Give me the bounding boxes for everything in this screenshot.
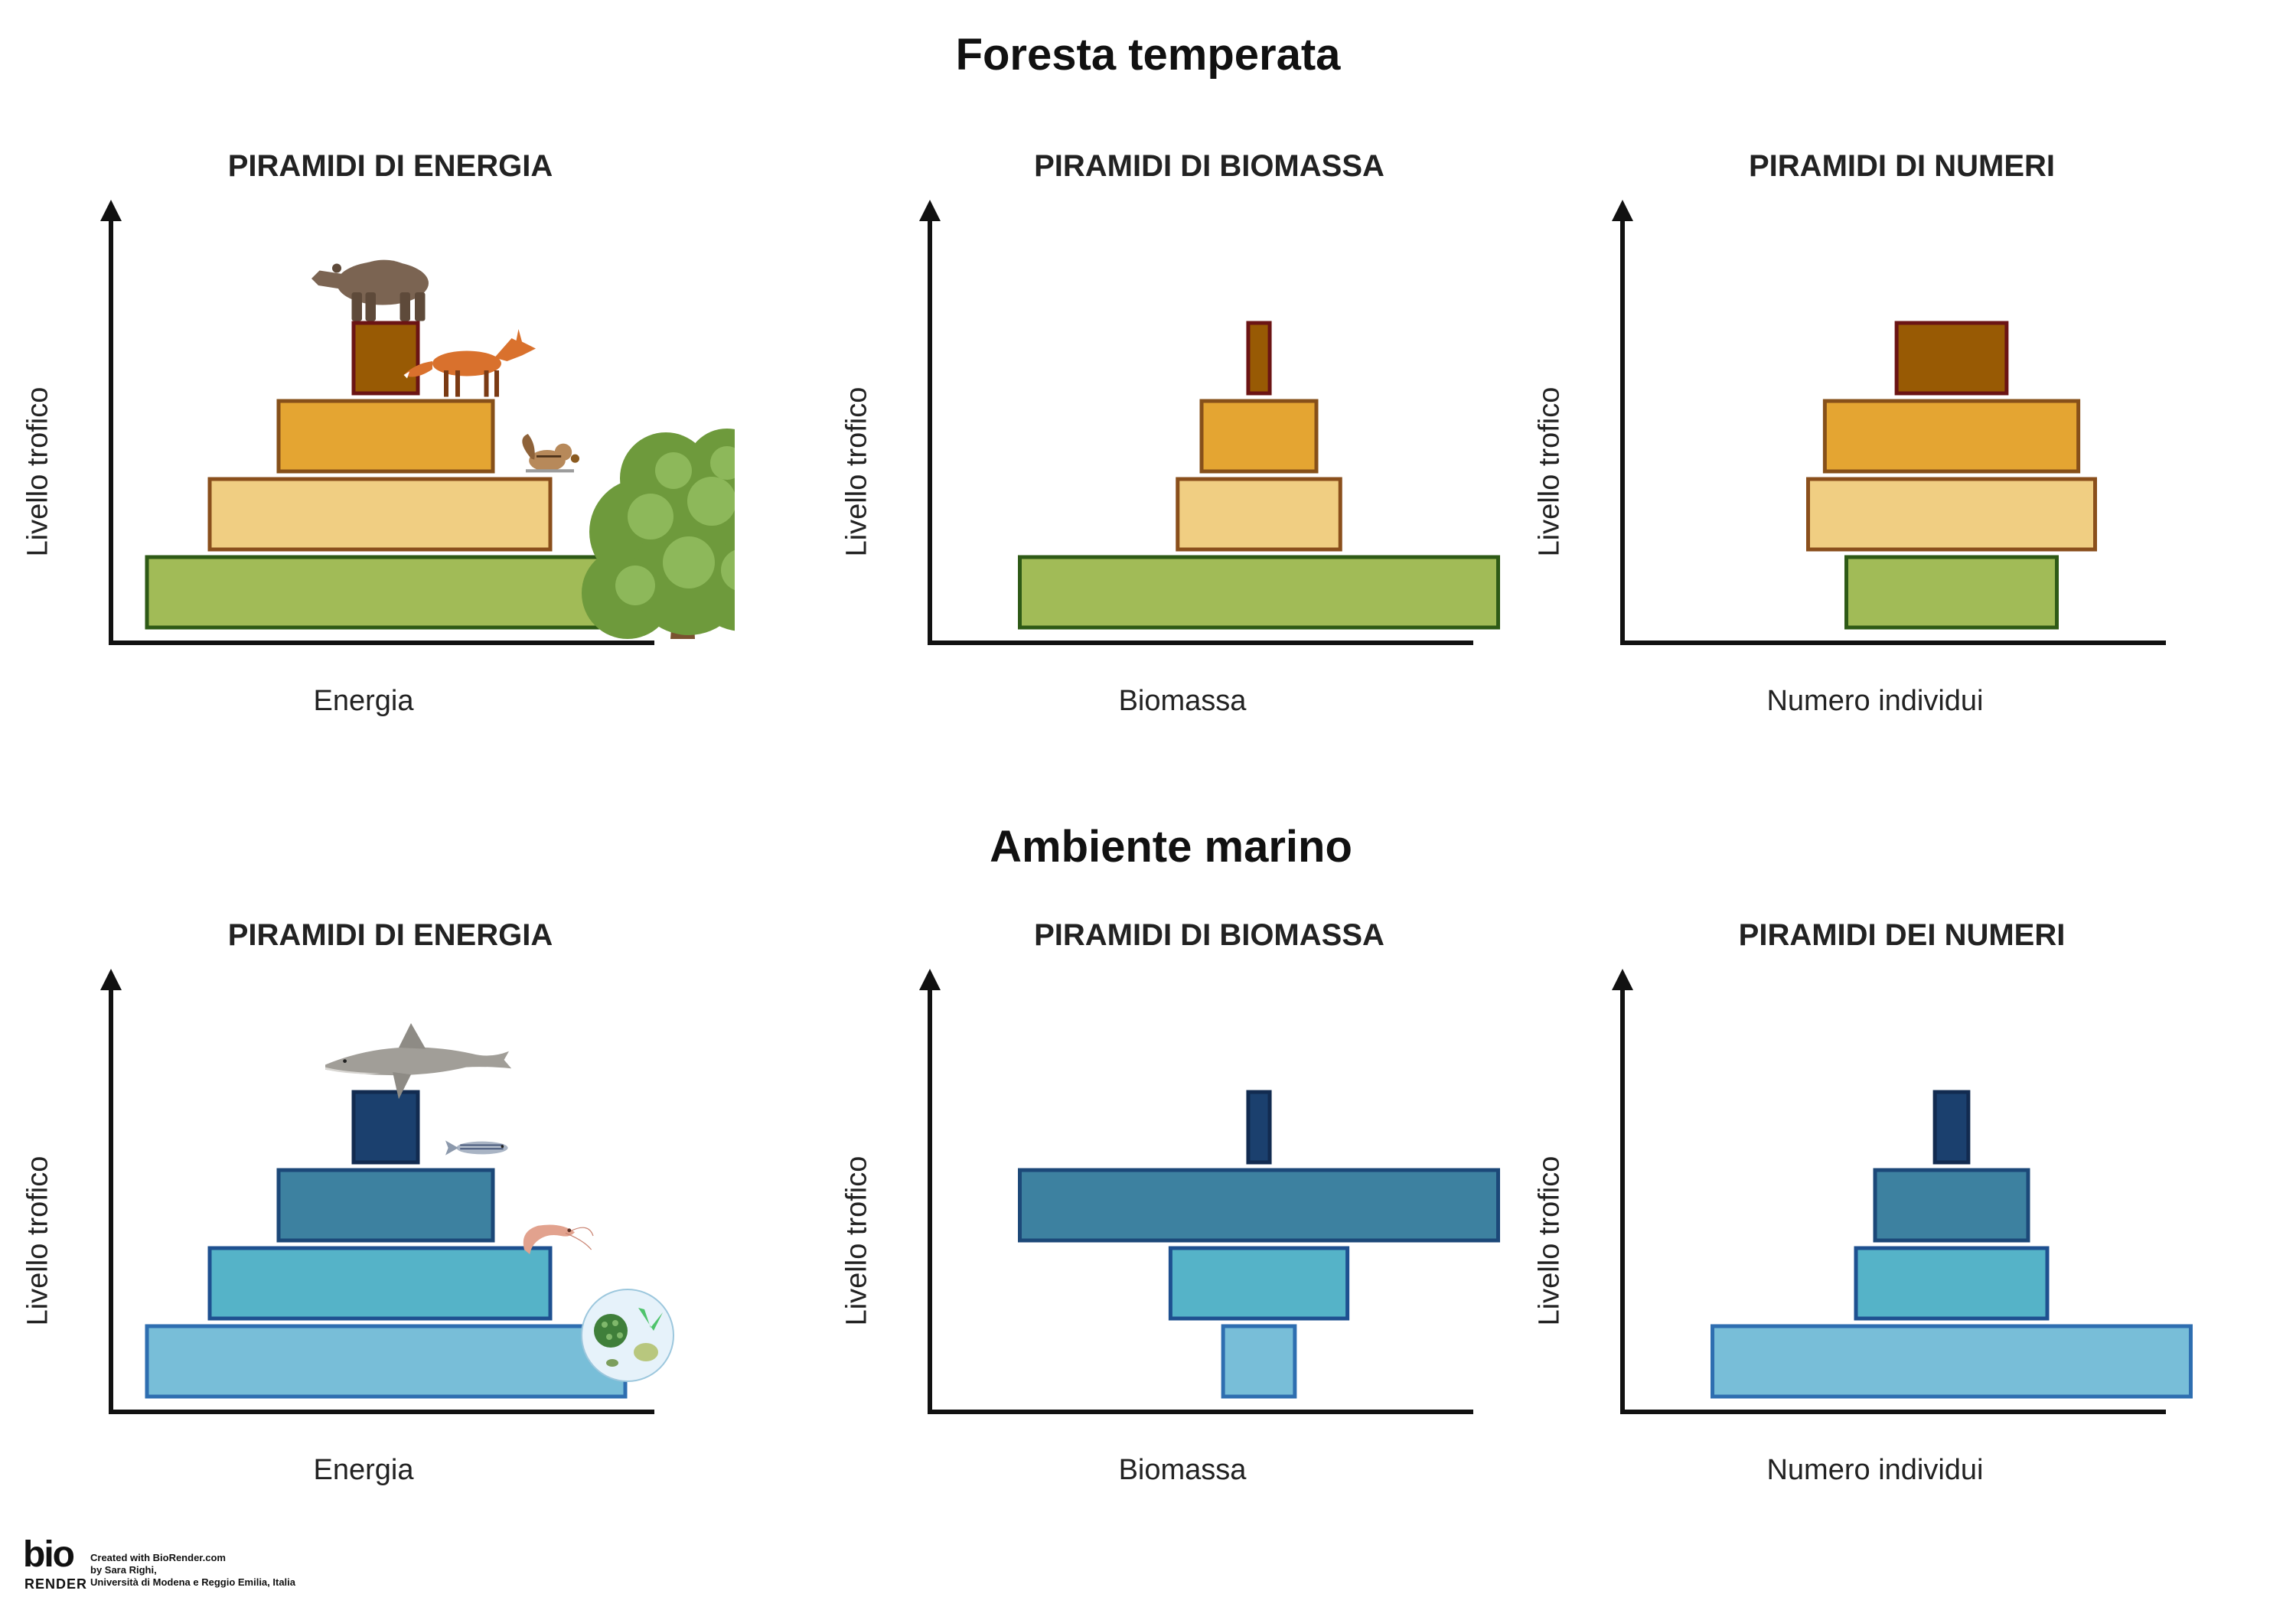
panel-title: PIRAMIDI DI BIOMASSA: [1034, 149, 1384, 183]
pyramid-chart: [1612, 200, 2166, 645]
panel-title: PIRAMIDI DI ENERGIA: [227, 918, 553, 952]
x-axis-label: Numero individui: [1766, 685, 1984, 717]
y-axis-label: Livello trofico: [1533, 1156, 1566, 1326]
pyramid-level-1: [1221, 1324, 1297, 1399]
pyramid-level-4: [351, 1090, 420, 1165]
fish-icon: [445, 1140, 508, 1156]
plankton-icon: [581, 1289, 674, 1382]
pyramid-chart: [100, 969, 674, 1414]
y-axis-label: Livello trofico: [840, 1156, 873, 1326]
pyramid-level-3: [276, 1168, 495, 1243]
bear-icon: [311, 259, 429, 321]
pyramid-chart: [919, 969, 1500, 1414]
section-title-marine: Ambiente marino: [990, 822, 1352, 872]
axes: [100, 969, 654, 1414]
panel-title: PIRAMIDI DI ENERGIA: [227, 149, 553, 183]
pyramid-level-2: [207, 1246, 553, 1321]
pyramid-level-1: [1711, 1324, 2193, 1399]
credit-line: Created with BioRender.com: [90, 1552, 226, 1563]
pyramid-level-4: [1246, 1090, 1272, 1165]
biorender-credit: bio RENDER Created with BioRender.com by…: [23, 1534, 344, 1592]
axes: [100, 200, 654, 645]
biorender-logo-subtitle: RENDER: [24, 1576, 88, 1592]
axes: [1612, 969, 2166, 1414]
pyramid-level-4: [351, 321, 420, 396]
y-axis-label: Livello trofico: [1533, 386, 1566, 557]
pyramid-level-2: [1168, 1246, 1350, 1321]
x-axis-label: Energia: [313, 1454, 414, 1486]
y-axis-label: Livello trofico: [840, 386, 873, 557]
x-axis-label: Energia: [313, 685, 414, 717]
x-axis-label: Biomassa: [1118, 1454, 1247, 1486]
pyramid-level-2: [1854, 1246, 2050, 1321]
y-axis-arrow-icon: [100, 200, 122, 221]
pyramid-level-2: [1176, 477, 1342, 552]
panel-forest-biomass: PIRAMIDI DI BIOMASSA Livello trofico Bio…: [819, 149, 1554, 731]
axes: [919, 200, 1473, 645]
fox-icon: [403, 329, 536, 397]
pyramid-level-1: [1844, 555, 2059, 630]
biorender-logo: bio: [23, 1534, 75, 1575]
pyramid-level-4: [1932, 1090, 1971, 1165]
shark-icon: [325, 1023, 512, 1100]
credit-line: Università di Modena e Reggio Emilia, It…: [90, 1576, 296, 1588]
y-axis-label: Livello trofico: [21, 1156, 54, 1326]
credit-line: by Sara Righi,: [90, 1564, 157, 1576]
pyramid-level-1: [145, 1324, 628, 1399]
pyramid-level-4: [1894, 321, 2009, 396]
y-axis-arrow-icon: [919, 200, 941, 221]
credit-text: Created with BioRender.com by Sara Righi…: [90, 1552, 295, 1589]
pyramid-chart: [919, 200, 1500, 645]
pyramid-level-3: [1822, 399, 2081, 474]
chipmunk-icon: [522, 434, 579, 473]
pyramid-level-1: [1018, 555, 1500, 630]
y-axis-arrow-icon: [919, 969, 941, 990]
pyramid-level-3: [1199, 399, 1319, 474]
axes: [1612, 200, 2166, 645]
panel-forest-numbers: PIRAMIDI DI NUMERI Livello trofico Numer…: [1512, 149, 2246, 731]
pyramid-chart: [100, 200, 735, 645]
axes: [919, 969, 1473, 1414]
panel-title: PIRAMIDI DI BIOMASSA: [1034, 918, 1384, 952]
y-axis-arrow-icon: [1612, 969, 1633, 990]
x-axis-label: Biomassa: [1118, 685, 1247, 717]
pyramid-level-3: [276, 399, 495, 474]
pyramid-level-3: [1018, 1168, 1500, 1243]
pyramid-level-2: [1806, 477, 2097, 552]
x-axis-label: Numero individui: [1766, 1454, 1984, 1486]
panel-marine-numbers: PIRAMIDI DEI NUMERI Livello trofico Nume…: [1512, 918, 2246, 1500]
panel-title: PIRAMIDI DEI NUMERI: [1738, 918, 2066, 952]
y-axis-arrow-icon: [100, 969, 122, 990]
shrimp-icon: [523, 1224, 594, 1254]
y-axis-label: Livello trofico: [21, 386, 54, 557]
pyramid-level-3: [1873, 1168, 2030, 1243]
panel-marine-energy: PIRAMIDI DI ENERGIA Livello trofico Ener…: [0, 918, 735, 1500]
panel-title: PIRAMIDI DI NUMERI: [1749, 149, 2055, 183]
section-title-forest: Foresta temperata: [955, 30, 1341, 80]
panel-forest-energy: PIRAMIDI DI ENERGIA Livello trofico Ener…: [0, 149, 735, 731]
pyramid-level-1: [145, 555, 628, 630]
pyramid-level-4: [1246, 321, 1272, 396]
tree-icon: [582, 429, 735, 639]
pyramid-chart: [1612, 969, 2193, 1414]
y-axis-arrow-icon: [1612, 200, 1633, 221]
panel-marine-biomass: PIRAMIDI DI BIOMASSA Livello trofico Bio…: [819, 918, 1554, 1500]
pyramid-level-2: [207, 477, 553, 552]
